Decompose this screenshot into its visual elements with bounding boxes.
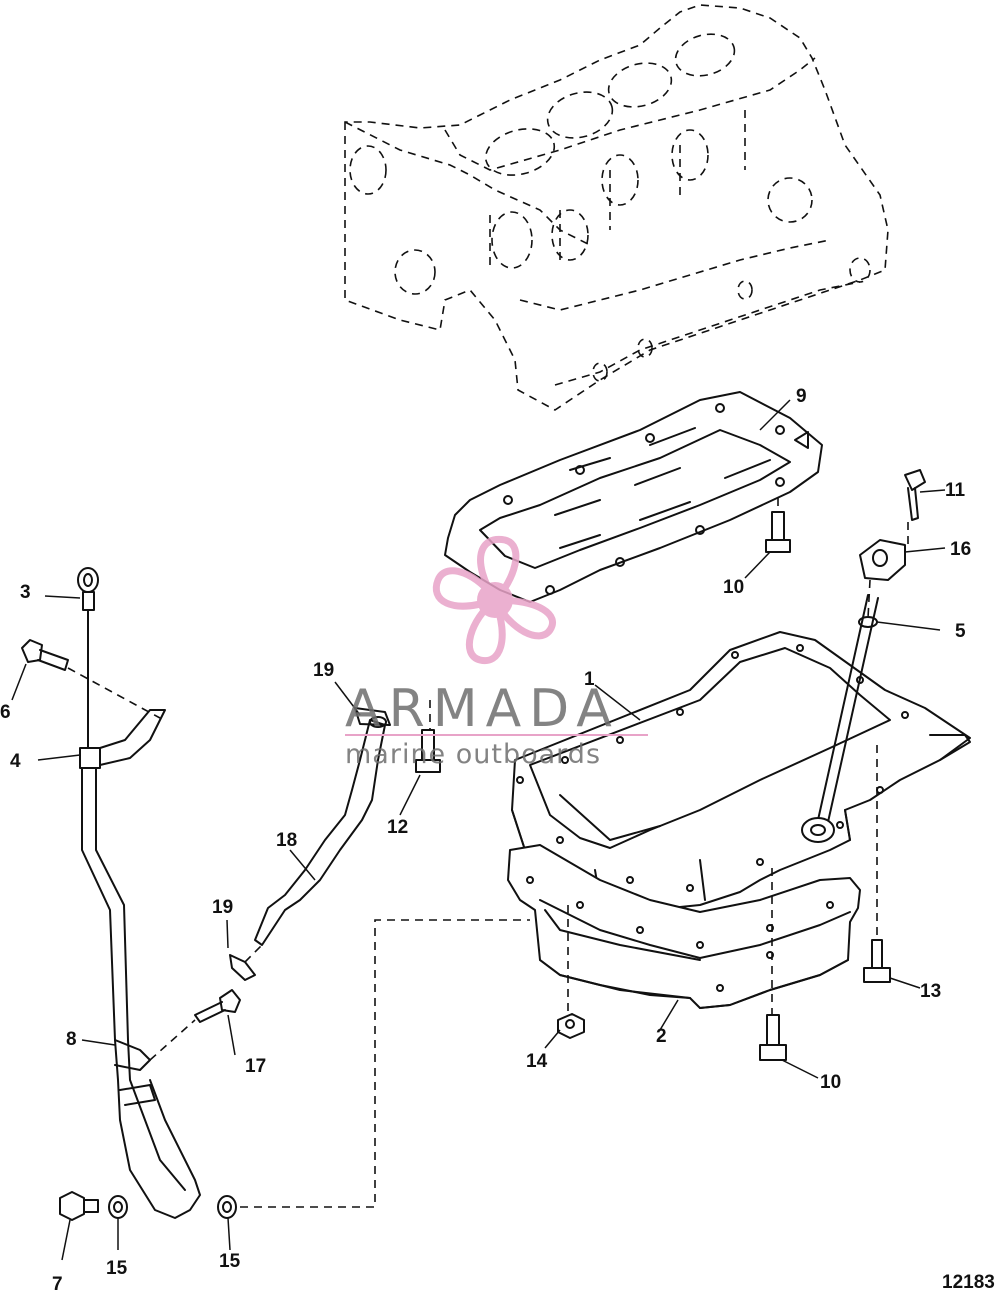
drain-plug-7: [59, 1191, 99, 1221]
callout-12: 12: [387, 817, 408, 838]
bolt-17: [194, 989, 241, 1023]
callout-2: 2: [656, 1026, 667, 1047]
callout-3: 3: [20, 582, 31, 603]
callout-11: 11: [945, 480, 966, 501]
watermark-brand: ARMADA: [345, 679, 620, 739]
bolt-13: [863, 939, 891, 983]
callout-19-lower: 19: [212, 897, 233, 918]
callout-17: 17: [245, 1056, 266, 1077]
callout-5: 5: [955, 621, 966, 642]
callout-15-right: 15: [219, 1251, 241, 1272]
oil-pan-gasket: [444, 391, 823, 603]
watermark-tagline: marine outboards: [345, 739, 601, 770]
armada-watermark: ARMADA marine outboards: [345, 535, 648, 770]
washer-15-left: [108, 1195, 128, 1219]
bolt-6: [21, 639, 69, 671]
callout-1: 1: [584, 669, 595, 690]
callout-14: 14: [526, 1051, 548, 1072]
dipstick-tube-upper: [801, 469, 926, 843]
callout-9: 9: [796, 386, 807, 407]
figure-id: 12183: [942, 1272, 995, 1293]
callout-8: 8: [66, 1029, 77, 1050]
callout-labels: 1 2 3 4 5 6 7 8 9 10 10 11 12 13 14 15 1…: [0, 386, 971, 1295]
washer-15-right: [217, 1195, 237, 1219]
engine-block: [344, 4, 889, 411]
callout-4: 4: [10, 751, 21, 772]
phantom-lines: [67, 498, 909, 1208]
callout-6: 6: [0, 702, 11, 723]
leader-lines: [11, 399, 946, 1261]
callout-15-left: 15: [106, 1258, 128, 1279]
bolt-10-upper: [765, 511, 791, 553]
oil-pickup-tube: [229, 707, 391, 981]
nut-14: [557, 1013, 585, 1039]
callout-7: 7: [52, 1274, 63, 1295]
propeller-logo-icon: [432, 535, 556, 665]
callout-13: 13: [920, 981, 941, 1002]
dipstick-assembly: [77, 567, 201, 1219]
callout-19-upper: 19: [313, 660, 334, 681]
callout-10-upper: 10: [723, 577, 744, 598]
callout-10-lower: 10: [820, 1072, 841, 1093]
callout-18: 18: [276, 830, 297, 851]
bolt-10-lower: [759, 1014, 787, 1061]
callout-16: 16: [950, 539, 971, 560]
